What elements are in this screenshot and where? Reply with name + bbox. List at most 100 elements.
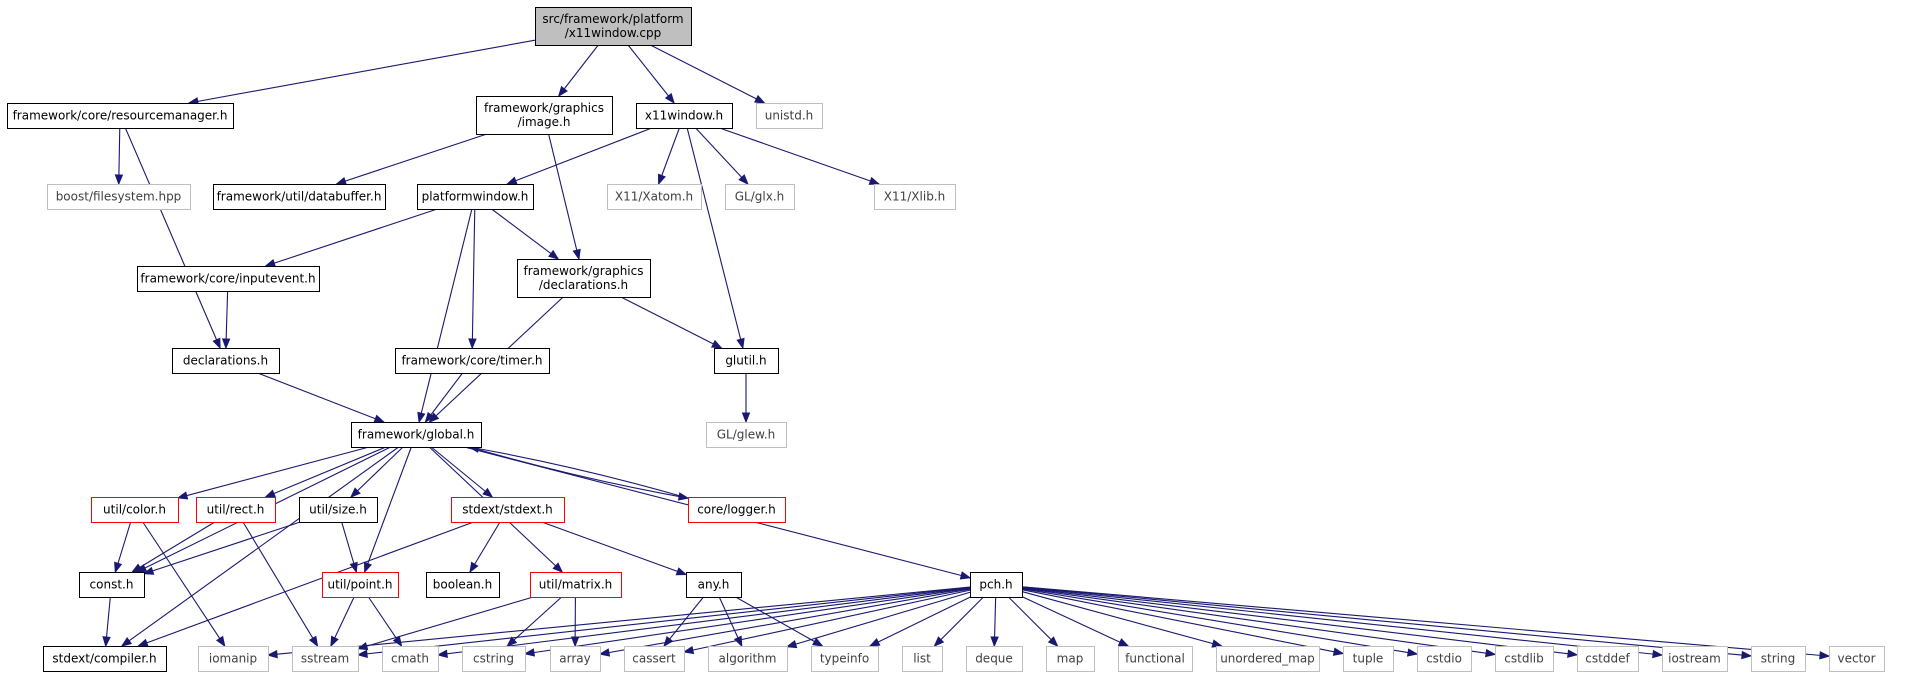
file-node-label: unistd.h [765,109,814,123]
file-node-global[interactable]: framework/global.h [351,422,482,448]
edge-pch-to-iomanip [266,586,971,659]
file-node-label: GL/glew.h [717,428,776,442]
file-node-label: GL/glx.h [735,190,785,204]
edge-pch-to-vector [1021,586,1831,660]
file-node-cstring[interactable]: cstring [462,646,526,672]
file-node-label: functional [1125,652,1185,666]
file-node-cassert[interactable]: cassert [624,646,685,672]
file-node-boolean[interactable]: boolean.h [426,572,500,598]
file-node-label: util/color.h [103,503,166,517]
file-node-root[interactable]: src/framework/platform/x11window.cpp [535,7,692,46]
file-node-sstream[interactable]: sstream [292,646,359,672]
file-node-glutil[interactable]: glutil.h [714,348,779,374]
file-node-label: /declarations.h [539,278,628,292]
edge-point-to-sstream [330,596,355,648]
edge-global-to-color [176,446,370,500]
file-node-any[interactable]: any.h [686,572,742,598]
file-node-glx[interactable]: GL/glx.h [725,184,795,210]
file-node-color[interactable]: util/color.h [91,497,179,523]
edge-size-to-point [341,521,358,574]
file-node-declarations[interactable]: declarations.h [172,348,280,374]
file-node-label: framework/core/inputevent.h [140,272,315,286]
file-node-cstdio[interactable]: cstdio [1417,646,1472,672]
file-node-label: framework/core/resourcemanager.h [13,109,228,123]
file-node-databuffer[interactable]: framework/util/databuffer.h [213,184,386,210]
file-node-vector[interactable]: vector [1829,646,1885,672]
edge-global-to-compiler [120,446,399,647]
file-node-cstddef[interactable]: cstddef [1577,646,1639,672]
file-node-label: x11window.h [645,109,723,123]
edge-pch-to-cstdio [1021,588,1419,657]
edge-platformwindow-to-global [417,208,473,424]
file-nodes: src/framework/platform/x11window.cpp fram… [7,7,1885,672]
file-node-size[interactable]: util/size.h [299,497,378,523]
file-node-matrix[interactable]: util/matrix.h [530,572,622,598]
file-node-string[interactable]: string [1751,646,1806,672]
file-node-list[interactable]: list [902,646,943,672]
file-node-label: string [1761,652,1795,666]
file-node-cmath[interactable]: cmath [382,646,439,672]
file-node-boost-fs[interactable]: boost/filesystem.hpp [47,184,191,210]
file-node-gdecl[interactable]: framework/graphics/declarations.h [517,259,651,298]
edge-rect-to-sstream [242,521,319,648]
file-node-label: sstream [301,652,349,666]
file-node-x11window-h[interactable]: x11window.h [636,103,733,129]
file-node-unordered-map[interactable]: unordered_map [1216,646,1320,672]
edge-pch-to-iostream [1021,586,1664,659]
file-node-rect[interactable]: util/rect.h [196,497,276,523]
file-node-label: util/matrix.h [539,578,613,592]
file-node-label: X11/Xlib.h [884,190,945,204]
file-node-resourcemanager[interactable]: framework/core/resourcemanager.h [7,103,234,129]
file-node-label: /x11window.cpp [565,26,662,40]
file-node-inputevent[interactable]: framework/core/inputevent.h [137,266,320,292]
file-node-label: util/size.h [309,503,367,517]
edge-global-to-point [364,446,412,574]
edge-resourcemanager-to-boost_fs [114,127,124,186]
file-node-xlib[interactable]: X11/Xlib.h [874,184,956,210]
file-node-xatom[interactable]: X11/Xatom.h [607,184,702,210]
file-node-image[interactable]: framework/graphics/image.h [476,96,613,135]
file-node-iomanip[interactable]: iomanip [198,646,269,672]
file-node-cstdlib[interactable]: cstdlib [1495,646,1554,672]
edge-inputevent-to-declarations [221,290,231,350]
file-node-point[interactable]: util/point.h [322,572,399,598]
file-node-label: stdext/compiler.h [52,652,156,666]
file-node-pch[interactable]: pch.h [970,572,1023,598]
file-node-stdext[interactable]: stdext/stdext.h [451,497,565,523]
edge-pch-to-functional [1021,596,1130,647]
edge-root-to-image [557,44,599,98]
edge-logger-to-global [468,444,689,499]
file-node-label: cstdio [1426,652,1462,666]
edge-x11window_h-to-platformwindow [505,127,652,185]
file-node-const[interactable]: const.h [79,572,145,598]
file-node-label: cstring [473,652,514,666]
file-node-tuple[interactable]: tuple [1343,646,1394,672]
edge-stdext-to-any [541,521,688,576]
file-node-logger[interactable]: core/logger.h [688,497,786,523]
file-node-label: util/point.h [327,578,392,592]
file-node-label: list [913,652,931,666]
file-node-platformwindow[interactable]: platformwindow.h [417,184,534,210]
file-node-label: algorithm [719,652,777,666]
edge-matrix-to-array [570,596,580,648]
file-node-typeinfo[interactable]: typeinfo [811,646,879,672]
file-node-iostream[interactable]: iostream [1662,646,1728,672]
edge-any-to-cassert [663,596,704,648]
file-node-compiler[interactable]: stdext/compiler.h [43,646,167,672]
file-node-map[interactable]: map [1046,646,1095,672]
file-node-unistd[interactable]: unistd.h [756,103,823,129]
edge-pch-to-tuple [1021,589,1345,656]
edge-point-to-cmath [367,596,403,648]
file-node-functional[interactable]: functional [1118,646,1193,672]
edge-global-to-logger [469,446,690,501]
file-node-label: X11/Xatom.h [615,190,693,204]
file-node-algorithm[interactable]: algorithm [708,646,788,672]
file-node-label: deque [975,652,1013,666]
file-node-array[interactable]: array [550,646,601,672]
file-node-glew[interactable]: GL/glew.h [706,422,787,448]
file-node-timer[interactable]: framework/core/timer.h [395,348,550,374]
file-node-label: framework/graphics [484,101,604,115]
edge-glutil-to-glew [741,373,751,424]
file-node-deque[interactable]: deque [966,646,1023,672]
file-node-label: stdext/stdext.h [462,503,553,517]
